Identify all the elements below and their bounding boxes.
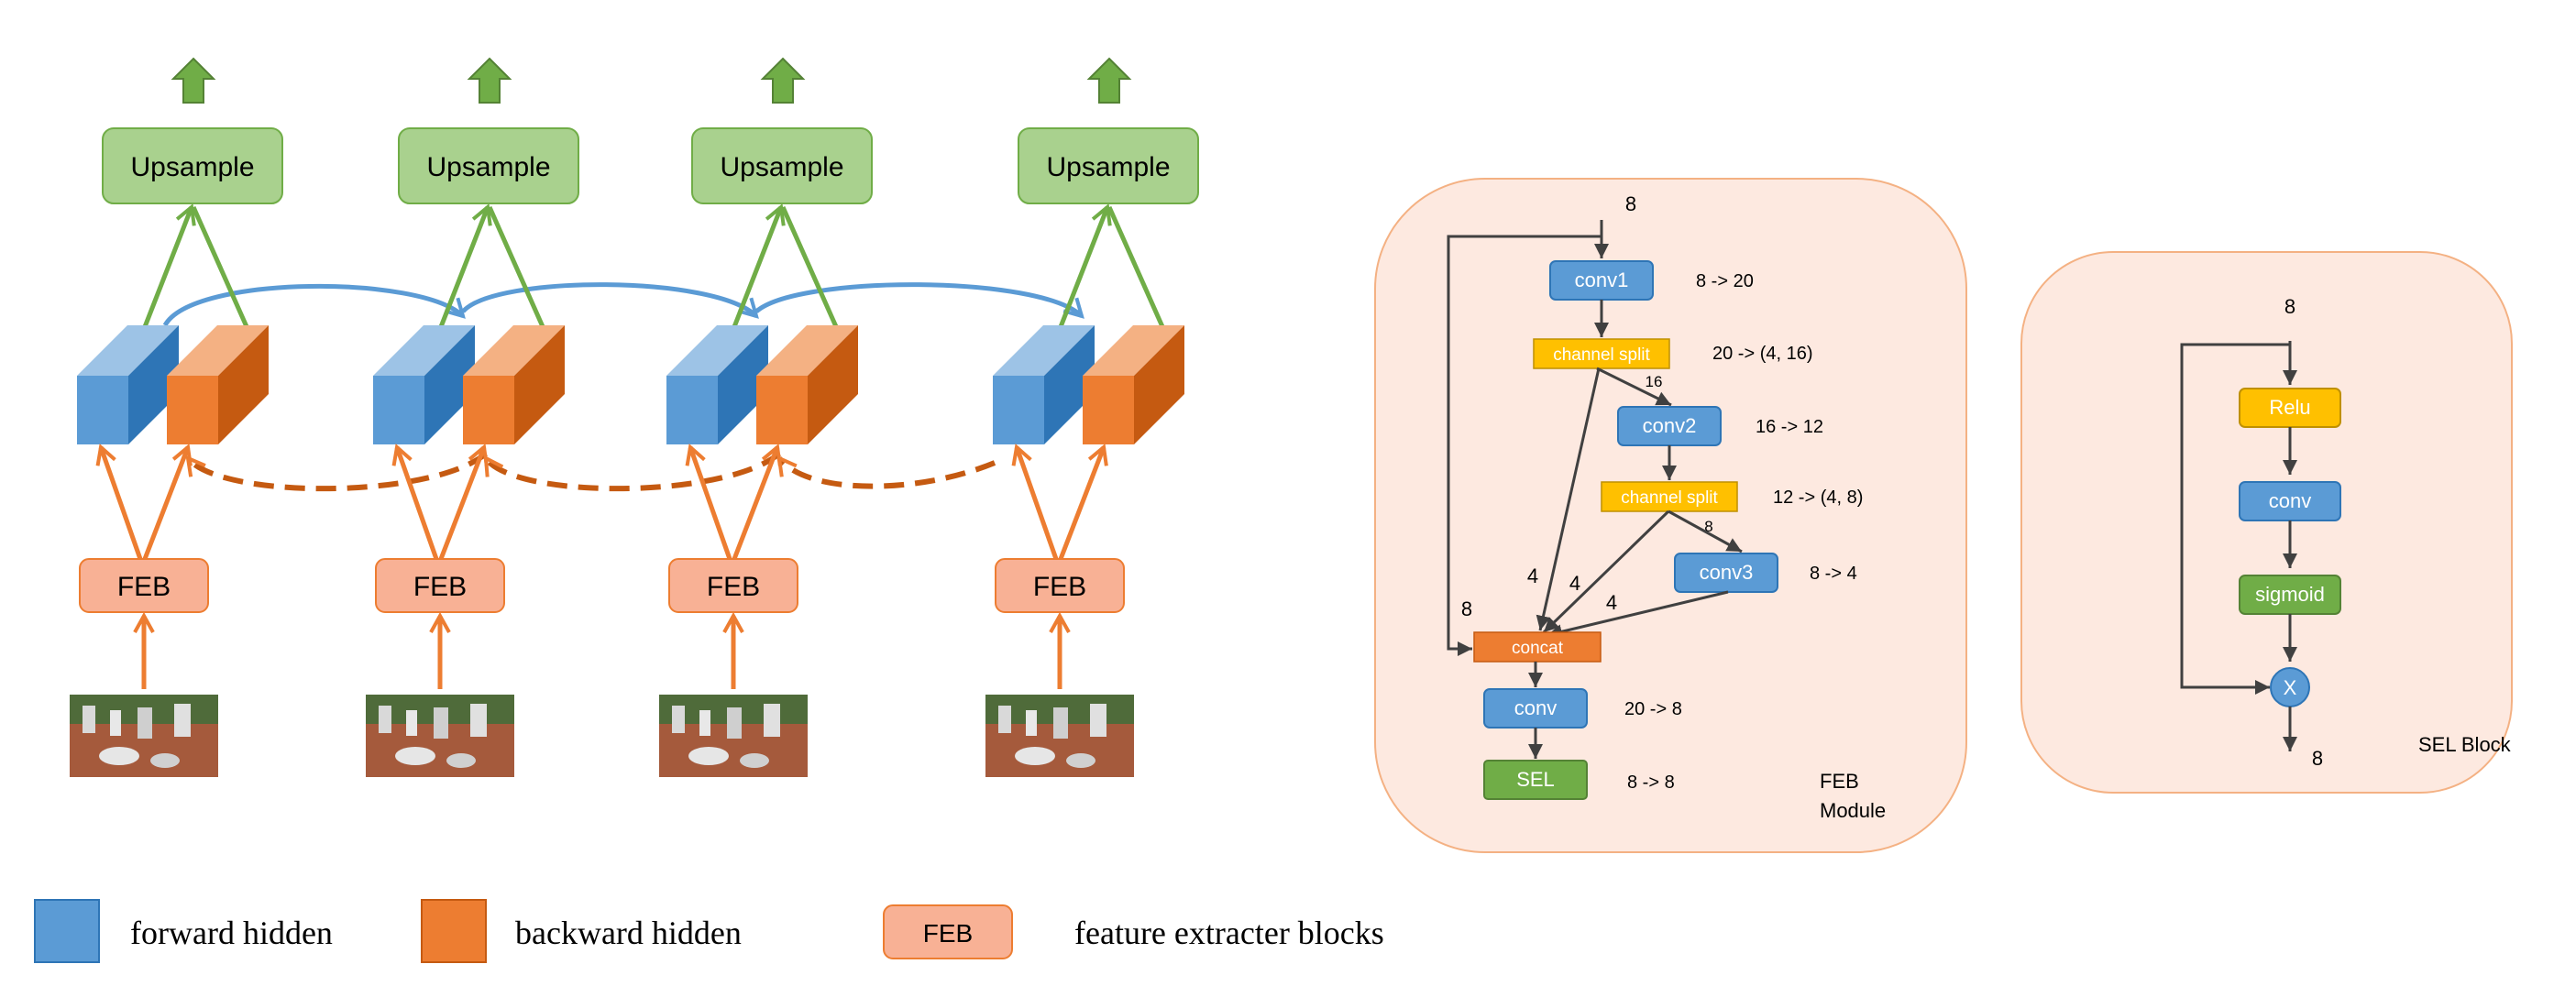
legend-backward-label: backward hidden <box>515 915 742 951</box>
sel-dims: 8 -> 8 <box>1627 772 1675 793</box>
upsample-label: Upsample <box>1046 152 1170 182</box>
feb-label: FEB <box>1033 572 1086 602</box>
legend-backward-swatch <box>421 899 487 963</box>
rnn-column-3: Upsample FEB <box>659 57 873 777</box>
upsample-label: Upsample <box>426 152 550 182</box>
output-arrow-icon <box>171 57 216 104</box>
branch-3-channels: 4 <box>1606 591 1617 614</box>
legend-feb-swatch <box>883 904 1013 959</box>
conv3-dims: 8 -> 4 <box>1810 564 1857 584</box>
multiply-label: X <box>2284 676 2297 699</box>
conv-dims: 20 -> 8 <box>1624 699 1682 719</box>
sigmoid-label: sigmoid <box>2255 583 2325 606</box>
sel-box <box>1483 760 1588 800</box>
feb-module-title-line2: Module <box>1820 799 1886 822</box>
rnn-column-4: Upsample FEB <box>985 57 1199 777</box>
output-arrow-icon <box>1086 57 1132 104</box>
relu-label: Relu <box>2269 396 2310 419</box>
channel-split-1-out: 16 <box>1646 373 1663 390</box>
legend: forward hidden backward hidden FEB featu… <box>34 899 1384 963</box>
sel-output-channels: 8 <box>2312 747 2323 770</box>
channel-split-1-box <box>1533 338 1670 369</box>
conv2-label: conv2 <box>1643 414 1697 437</box>
concat-label: concat <box>1512 639 1564 658</box>
upsample-box <box>102 127 283 204</box>
forward-hidden-block <box>77 325 179 444</box>
feb-module-title-line1: FEB <box>1820 770 1859 793</box>
backward-hidden-block <box>167 325 269 444</box>
feb-label: FEB <box>117 572 171 602</box>
rnn-column-1: Upsample FEB <box>70 57 283 777</box>
branch-1-channels: 4 <box>1527 564 1538 587</box>
legend-forward-swatch <box>34 899 100 963</box>
forward-hidden-block <box>993 325 1095 444</box>
output-arrow-icon <box>467 57 512 104</box>
backward-hidden-block <box>463 325 565 444</box>
feb-label: FEB <box>707 572 760 602</box>
input-frame-image <box>366 695 514 777</box>
feb-input-channels: 8 <box>1625 192 1636 215</box>
input-frame-image <box>985 695 1134 777</box>
upsample-box <box>398 127 579 204</box>
conv3-label: conv3 <box>1700 561 1754 584</box>
channel-split-2-dims: 12 -> (4, 8) <box>1773 488 1863 508</box>
forward-hidden-block <box>666 325 768 444</box>
conv1-dims: 8 -> 20 <box>1696 271 1754 291</box>
forward-connections <box>162 282 1082 327</box>
backward-hidden-block <box>756 325 858 444</box>
rnn-diagram: Upsample FEB <box>70 57 1199 777</box>
conv1-label: conv1 <box>1575 268 1629 291</box>
backward-connections <box>188 451 996 492</box>
upsample-label: Upsample <box>130 152 254 182</box>
conv-label: conv <box>1514 696 1557 719</box>
backward-hidden-block <box>1083 325 1184 444</box>
feb-skip-channels: 8 <box>1461 597 1472 620</box>
legend-feb-label: feature extracter blocks <box>1074 915 1384 951</box>
sel-label: SEL <box>1516 768 1555 791</box>
feb-module-panel: 8 8 conv1 8 -> 20 channel split 20 -> (4… <box>1374 178 1967 853</box>
forward-hidden-block <box>373 325 475 444</box>
sel-block-panel: 8 Relu conv sigmoid X 8 SEL Block <box>2020 251 2513 794</box>
sel-block-title: SEL Block <box>2418 733 2512 756</box>
concat-box <box>1473 631 1602 663</box>
channel-split-1-label: channel split <box>1553 345 1650 365</box>
input-frame-image <box>659 695 808 777</box>
rnn-column-2: Upsample FEB <box>366 57 579 777</box>
channel-split-1-dims: 20 -> (4, 16) <box>1712 344 1813 364</box>
channel-split-2-out: 8 <box>1704 518 1712 535</box>
upsample-box <box>691 127 873 204</box>
legend-forward-label: forward hidden <box>130 915 333 951</box>
channel-split-2-label: channel split <box>1621 488 1718 508</box>
output-arrow-icon <box>760 57 806 104</box>
sel-input-channels: 8 <box>2284 295 2295 318</box>
input-frame-image <box>70 695 218 777</box>
branch-2-channels: 4 <box>1569 572 1580 595</box>
sel-conv-label: conv <box>2269 489 2311 512</box>
legend-feb-swatch-label: FEB <box>923 919 973 948</box>
conv2-dims: 16 -> 12 <box>1756 417 1823 437</box>
upsample-box <box>1018 127 1199 204</box>
upsample-label: Upsample <box>720 152 843 182</box>
feb-label: FEB <box>413 572 467 602</box>
